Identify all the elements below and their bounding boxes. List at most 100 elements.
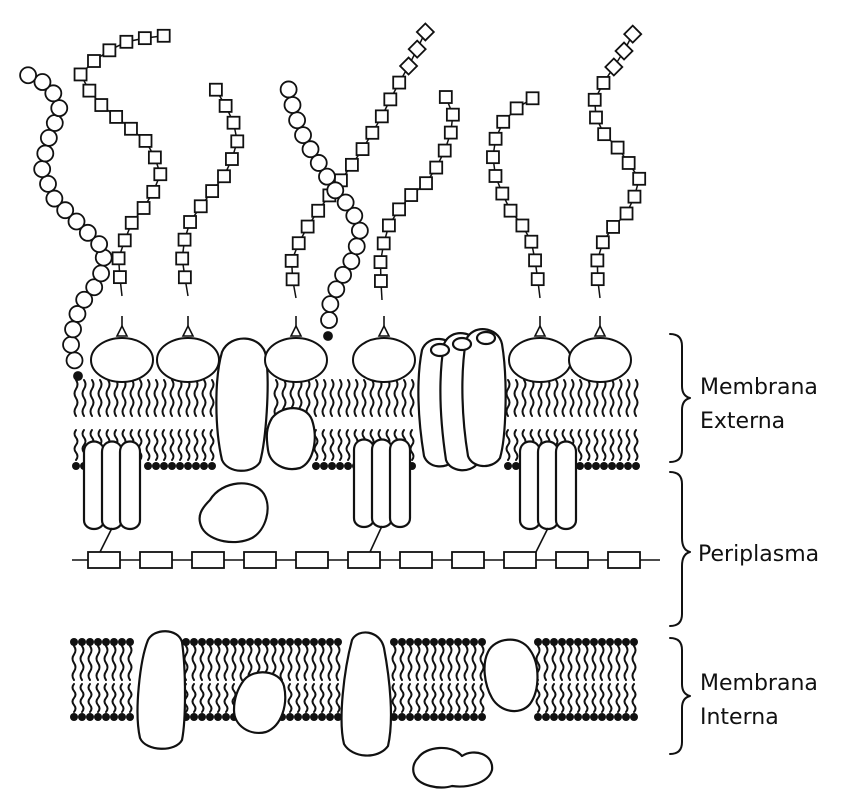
sugar-square [497, 116, 509, 128]
im-outer-tail [433, 646, 436, 680]
sugar-circle [65, 321, 81, 337]
sugar-square [440, 91, 452, 103]
head-group [630, 713, 638, 721]
im-outer-tail [305, 646, 308, 680]
lps-core-oligosaccharides [91, 316, 631, 382]
im-outer-tail [441, 646, 444, 680]
head-group [542, 713, 550, 721]
head-group [542, 638, 550, 646]
outer-leaflet-tail [627, 380, 630, 416]
head-group [206, 638, 214, 646]
sugar-square [405, 189, 417, 201]
head-group [462, 713, 470, 721]
sugar-square [119, 234, 131, 246]
im-outer-tail [129, 646, 132, 680]
outer-leaflet-tail [563, 380, 566, 416]
lipoprotein-anchor [370, 526, 382, 552]
im-inner-tail [601, 684, 604, 712]
head-group [470, 713, 478, 721]
sugar-square [591, 254, 603, 266]
im-outer-tail [409, 646, 412, 680]
inner-leaflet-tail [619, 430, 622, 460]
head-group [430, 713, 438, 721]
head-group [566, 713, 574, 721]
sugar-square [612, 142, 624, 154]
head-group [576, 462, 584, 470]
outer-leaflet-tail [571, 380, 574, 416]
sugar-square [375, 275, 387, 287]
head-group [336, 462, 344, 470]
outer-leaflet-tail [91, 380, 94, 416]
head-group [190, 638, 198, 646]
glycan-unit [400, 552, 432, 568]
sugar-square [439, 145, 451, 157]
sugar-square [293, 237, 305, 249]
outer-leaflet-tail [619, 380, 622, 416]
core-ellipse [353, 338, 415, 382]
im-outer-tail [217, 646, 220, 680]
head-group [198, 638, 206, 646]
head-group [200, 462, 208, 470]
head-group [422, 713, 430, 721]
head-group [478, 713, 486, 721]
head-group [326, 638, 334, 646]
sugar-square [489, 170, 501, 182]
sugar-square [179, 234, 191, 246]
head-group [318, 638, 326, 646]
sugar-square [206, 185, 218, 197]
head-group [118, 638, 126, 646]
im-inner-tail [457, 684, 460, 712]
head-group [208, 462, 216, 470]
sugar-square [103, 44, 115, 56]
outer-leaflet-tail [315, 380, 318, 416]
sugar-circle [67, 352, 83, 368]
head-group [310, 713, 318, 721]
inner-leaflet-tail [331, 430, 334, 460]
sugar-circle [46, 191, 62, 207]
im-inner-tail [89, 684, 92, 712]
head-group [630, 638, 638, 646]
im-inner-tail [633, 684, 636, 712]
head-group [438, 638, 446, 646]
outer-leaflet-tail [371, 380, 374, 416]
glycan-unit [88, 552, 120, 568]
sugar-square [490, 133, 502, 145]
outer-leaflet-tail [171, 380, 174, 416]
im-inner-tail [201, 684, 204, 712]
im-outer-tail [553, 646, 556, 680]
head-group [584, 462, 592, 470]
core-ellipse [91, 338, 153, 382]
head-group [614, 713, 622, 721]
im-outer-tail [609, 646, 612, 680]
head-group [286, 638, 294, 646]
head-group [302, 713, 310, 721]
sugar-square [140, 135, 152, 147]
outer-leaflet-tail [275, 380, 278, 416]
outer-leaflet-tail [347, 380, 350, 416]
sugar-square [226, 153, 238, 165]
im-outer-tail [593, 646, 596, 680]
sugar-circle [349, 238, 365, 254]
head-group [318, 713, 326, 721]
head-group [320, 462, 328, 470]
head-group [70, 638, 78, 646]
sugar-square [393, 77, 405, 89]
sugar-square [383, 219, 395, 231]
sugar-square [378, 237, 390, 249]
im-outer-tail [417, 646, 420, 680]
im-inner-tail [393, 684, 396, 712]
head-group [190, 713, 198, 721]
head-group [222, 638, 230, 646]
core-triangle [291, 326, 301, 336]
head-group [632, 462, 640, 470]
sugar-circle [34, 161, 50, 177]
sugar-square [628, 191, 640, 203]
inner-leaflet-tail [323, 430, 326, 460]
head-group [414, 713, 422, 721]
periplasm-bracket [670, 472, 690, 626]
outer-membrane-trimeric-porin [418, 329, 505, 470]
head-group [398, 713, 406, 721]
im-outer-tail [81, 646, 84, 680]
sugar-square [231, 135, 243, 147]
